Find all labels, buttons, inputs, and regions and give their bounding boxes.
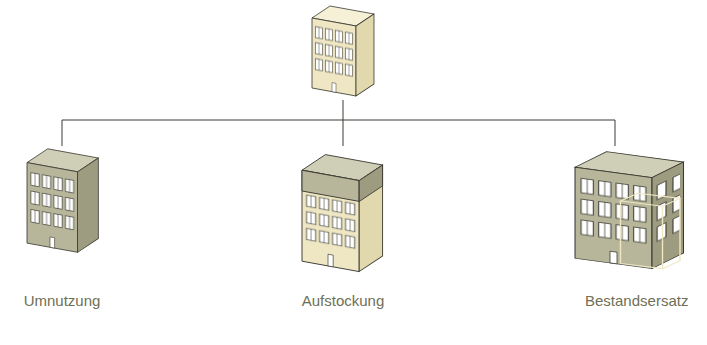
tree-bracket <box>62 100 615 146</box>
node-label: Umnutzung <box>17 292 107 310</box>
extended-building <box>302 155 383 272</box>
node-label: Bestandsersatz <box>585 292 675 310</box>
building-node: Umnutzung <box>17 146 107 310</box>
replacement-building <box>575 152 684 269</box>
existing-building <box>312 6 374 96</box>
building-node: Aufstockung <box>298 146 388 310</box>
node-label: Aufstockung <box>298 292 388 310</box>
building-node: Bestandsersatz <box>585 146 675 310</box>
converted-building <box>27 149 98 253</box>
former-building-outline <box>621 193 681 268</box>
